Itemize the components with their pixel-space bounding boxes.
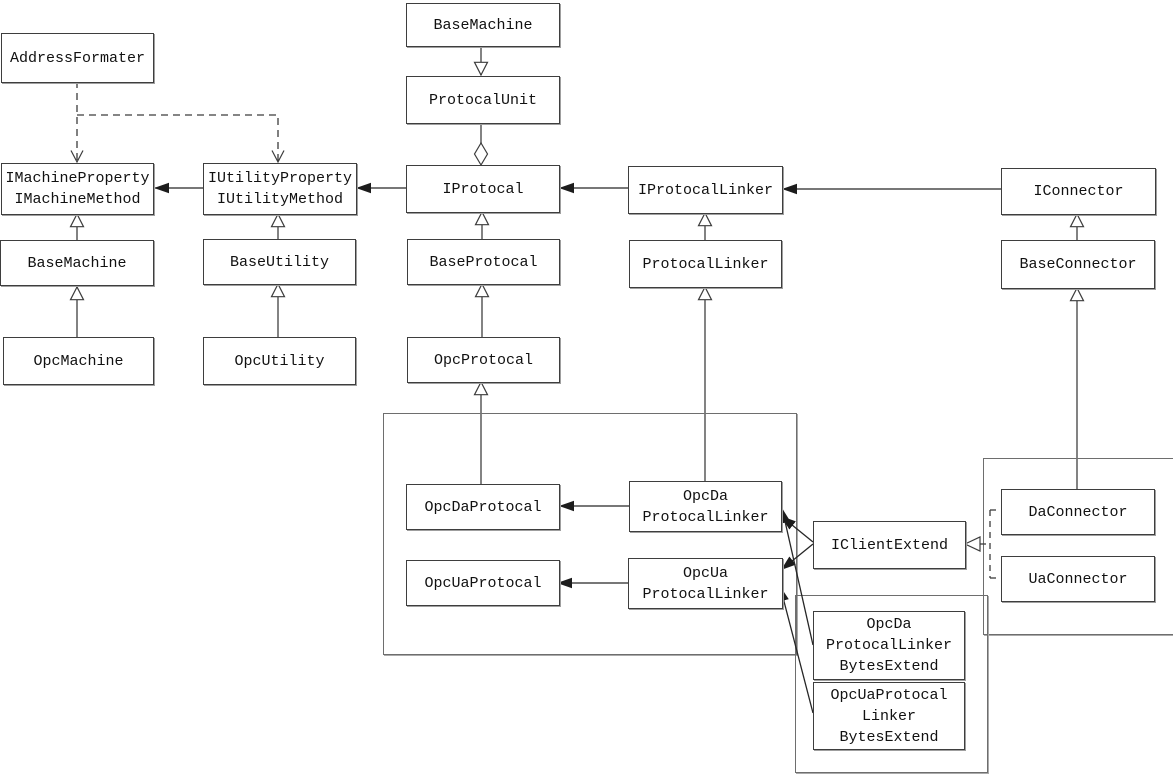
- class-box-iutility: IUtilityProperty IUtilityMethod: [203, 163, 357, 215]
- class-label: IProtocal: [442, 180, 524, 198]
- class-label: BytesExtend: [839, 658, 939, 675]
- bytes-extend-group-container: [795, 595, 988, 773]
- class-label: IMachineMethod: [14, 191, 141, 208]
- opc-protocal-group-container: [383, 413, 797, 655]
- class-box-ua-connector: UaConnector: [1001, 556, 1155, 602]
- generalization-arrows: [69, 45, 1085, 489]
- class-label: OpcUaProtocal: [830, 686, 948, 704]
- class-label: ProtocalLinker: [642, 508, 769, 526]
- class-label: OpcDa: [682, 487, 728, 505]
- class-box-iconnector: IConnector: [1001, 168, 1156, 215]
- class-box-opcda-linker-bytes-extend: OpcDa ProtocalLinker BytesExtend: [813, 611, 965, 680]
- class-box-opcua-linker-bytes-extend: OpcUaProtocal Linker BytesExtend: [813, 682, 965, 750]
- class-box-iprotocal: IProtocal: [406, 165, 560, 213]
- class-label: BaseMachine: [433, 16, 533, 34]
- class-box-base-machine-left: BaseMachine: [0, 240, 154, 286]
- connector-group-container: [983, 458, 1173, 635]
- class-box-opcua-protocal-linker: OpcUa ProtocalLinker: [628, 558, 783, 609]
- arrow-opcdabytes-to-opcdalinker: [780, 507, 814, 646]
- class-box-base-machine-top: BaseMachine: [406, 3, 560, 47]
- class-box-address-formater: AddressFormater: [1, 33, 154, 83]
- class-label: OpcUtility: [234, 352, 325, 370]
- class-label: Linker: [861, 707, 916, 725]
- association-arrows: [154, 182, 1001, 714]
- arrow-iclientextend-to-opcualinker: [780, 543, 814, 571]
- class-box-opcda-protocal: OpcDaProtocal: [406, 484, 560, 530]
- class-box-base-protocal: BaseProtocal: [407, 239, 560, 285]
- class-label: IClientExtend: [830, 536, 949, 554]
- arrow-iclientextend-to-opcdalinker: [780, 515, 814, 543]
- class-box-opc-protocal: OpcProtocal: [407, 337, 560, 383]
- class-box-base-utility: BaseUtility: [203, 239, 356, 285]
- class-label: BaseMachine: [27, 254, 127, 272]
- class-label: ProtocalLinker: [642, 585, 769, 603]
- class-box-da-connector: DaConnector: [1001, 489, 1155, 535]
- class-label: IProtocalLinker: [637, 181, 774, 199]
- class-box-opcda-protocal-linker: OpcDa ProtocalLinker: [629, 481, 782, 532]
- class-label: OpcUa: [682, 564, 728, 582]
- class-box-imachine: IMachineProperty IMachineMethod: [1, 163, 154, 215]
- class-label: IUtilityMethod: [216, 191, 344, 208]
- class-box-base-connector: BaseConnector: [1001, 240, 1155, 289]
- class-label: DaConnector: [1028, 503, 1128, 521]
- realization-connectors-to-iclientextend: [963, 509, 1001, 579]
- class-box-iprotocal-linker: IProtocalLinker: [628, 166, 783, 214]
- class-box-opc-utility: OpcUtility: [203, 337, 356, 385]
- class-box-protocal-unit: ProtocalUnit: [406, 76, 560, 124]
- class-label: UaConnector: [1028, 570, 1128, 588]
- class-label: BaseProtocal: [429, 253, 538, 271]
- class-label: ProtocalLinker: [642, 255, 769, 273]
- class-label: BytesExtend: [839, 728, 939, 746]
- arrow-opcuabytes-to-opcualinker: [778, 585, 814, 714]
- class-label: IUtilityProperty: [207, 170, 353, 187]
- aggregation-protocalunit-iprotocal: [473, 122, 489, 167]
- dependency-arrows: [70, 81, 285, 164]
- class-label: OpcUaProtocal: [424, 574, 542, 592]
- class-label: OpcDa: [866, 616, 912, 633]
- class-label: OpcMachine: [33, 352, 124, 370]
- class-box-iclient-extend: IClientExtend: [813, 521, 966, 569]
- class-label: ProtocalLinker: [825, 637, 953, 654]
- class-box-opcua-protocal: OpcUaProtocal: [406, 560, 560, 606]
- class-label: IMachineProperty: [5, 170, 150, 187]
- class-label: BaseConnector: [1019, 256, 1137, 273]
- class-label: ProtocalUnit: [428, 91, 538, 109]
- arrow-addressformater-to-iutility: [77, 114, 285, 164]
- class-box-opc-machine: OpcMachine: [3, 337, 154, 385]
- class-box-protocal-linker: ProtocalLinker: [629, 240, 782, 288]
- class-label: OpcProtocal: [433, 351, 534, 369]
- class-label: OpcDaProtocal: [424, 498, 542, 516]
- class-label: BaseUtility: [229, 253, 330, 271]
- class-label: IConnector: [1033, 183, 1124, 200]
- class-label: AddressFormater: [9, 49, 146, 67]
